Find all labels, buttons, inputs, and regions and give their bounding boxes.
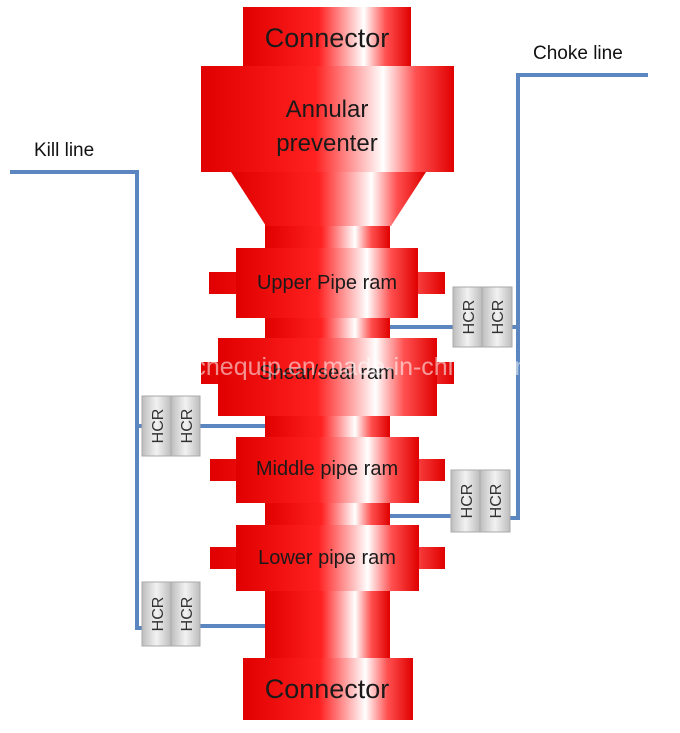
bottom-connector — [243, 658, 413, 720]
lower-pipe-ram-label: Lower pipe ram — [258, 547, 396, 569]
hcr-valve-kill-lower: HCR HCR — [141, 581, 201, 647]
svg-text:HCR: HCR — [461, 300, 478, 335]
bottom-connector-label: Connector — [265, 674, 390, 704]
svg-text:HCR: HCR — [150, 409, 167, 444]
svg-text:HCR: HCR — [488, 484, 505, 519]
shear-seal-ram — [201, 338, 454, 416]
kill-line-label: Kill line — [34, 140, 94, 161]
top-connector — [243, 7, 411, 67]
lower-pipe-ram — [210, 525, 445, 591]
svg-text:HCR: HCR — [179, 409, 196, 444]
upper-pipe-ram-label: Upper Pipe ram — [257, 272, 397, 294]
svg-text:HCR: HCR — [150, 597, 167, 632]
hcr-valve-choke-lower: HCR HCR — [450, 469, 511, 533]
annular-preventer — [201, 66, 454, 172]
middle-pipe-ram-label: Middle pipe ram — [256, 458, 398, 480]
svg-text:HCR: HCR — [179, 597, 196, 632]
top-connector-label: Connector — [265, 23, 390, 53]
kill-line-piping — [10, 170, 265, 630]
annular-label-line1: Annular — [286, 96, 369, 123]
annular-taper — [231, 172, 426, 226]
upper-pipe-ram — [209, 248, 445, 318]
middle-pipe-ram — [210, 437, 445, 503]
annular-label-line2: preventer — [276, 130, 377, 157]
shear-seal-ram-label: Shear/seal ram — [259, 362, 395, 384]
hcr-valve-choke-upper: HCR HCR — [452, 286, 513, 348]
svg-text:HCR: HCR — [459, 484, 476, 519]
svg-text:HCR: HCR — [490, 300, 507, 335]
choke-line-piping — [390, 73, 648, 520]
watermark: ontechequip.en.made-in-china.com — [145, 353, 536, 381]
hcr-valve-kill-upper: HCR HCR — [141, 395, 201, 457]
choke-line-label: Choke line — [533, 43, 623, 64]
